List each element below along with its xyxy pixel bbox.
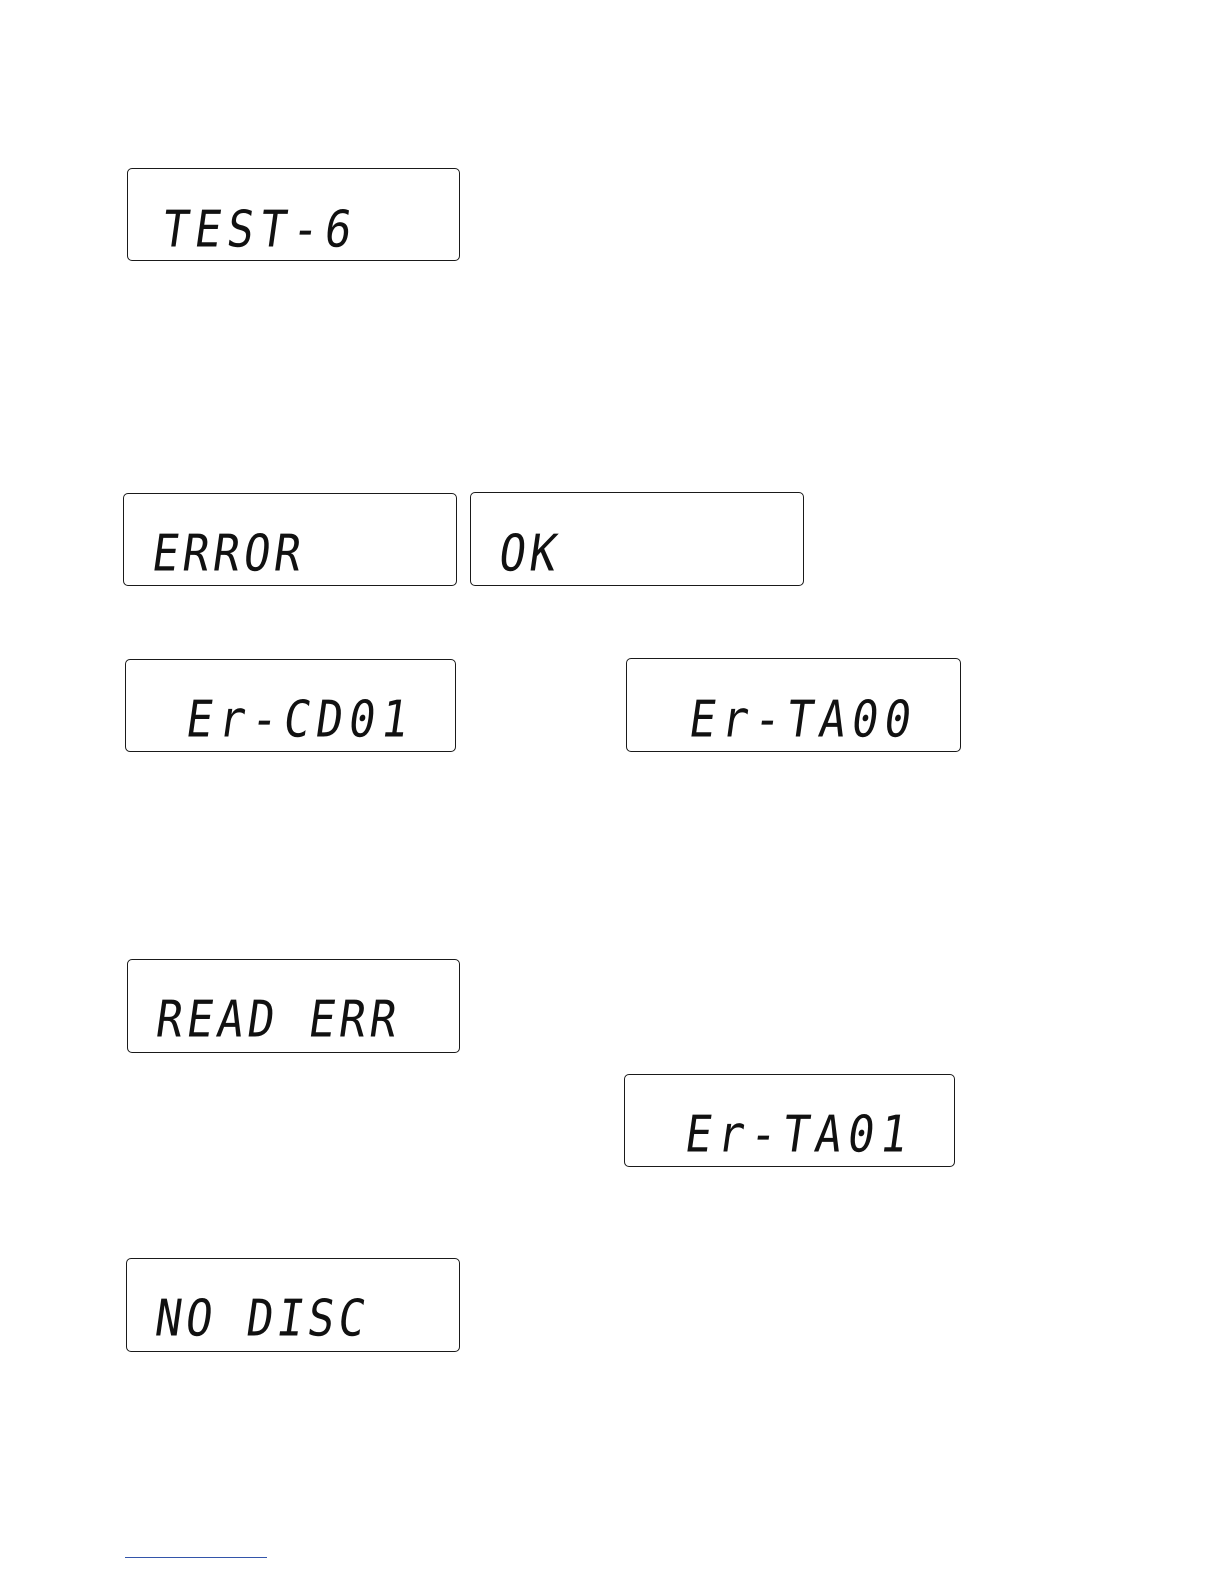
lcd-display-error: ERROR — [123, 493, 457, 586]
lcd-display-read-err: READ ERR — [127, 959, 460, 1053]
lcd-text-read-err: READ ERR — [153, 995, 404, 1046]
lcd-display-no-disc: NO DISC — [126, 1258, 460, 1352]
lcd-text-er-ta00: Er-TA00 — [686, 695, 921, 746]
lcd-display-er-cd01: Er-CD01 — [125, 659, 456, 752]
lcd-text-er-ta01: Er-TA01 — [682, 1110, 917, 1161]
lcd-display-test-6: TEST-6 — [127, 168, 460, 261]
footer-divider — [125, 1557, 267, 1558]
lcd-text-test-6: TEST-6 — [159, 205, 361, 256]
lcd-display-er-ta01: Er-TA01 — [624, 1074, 955, 1167]
lcd-text-ok: OK — [496, 529, 564, 580]
lcd-text-error: ERROR — [149, 529, 309, 580]
lcd-text-no-disc: NO DISC — [152, 1294, 373, 1345]
lcd-text-er-cd01: Er-CD01 — [183, 695, 418, 746]
lcd-display-ok: OK — [470, 492, 804, 586]
lcd-display-er-ta00: Er-TA00 — [626, 658, 961, 752]
